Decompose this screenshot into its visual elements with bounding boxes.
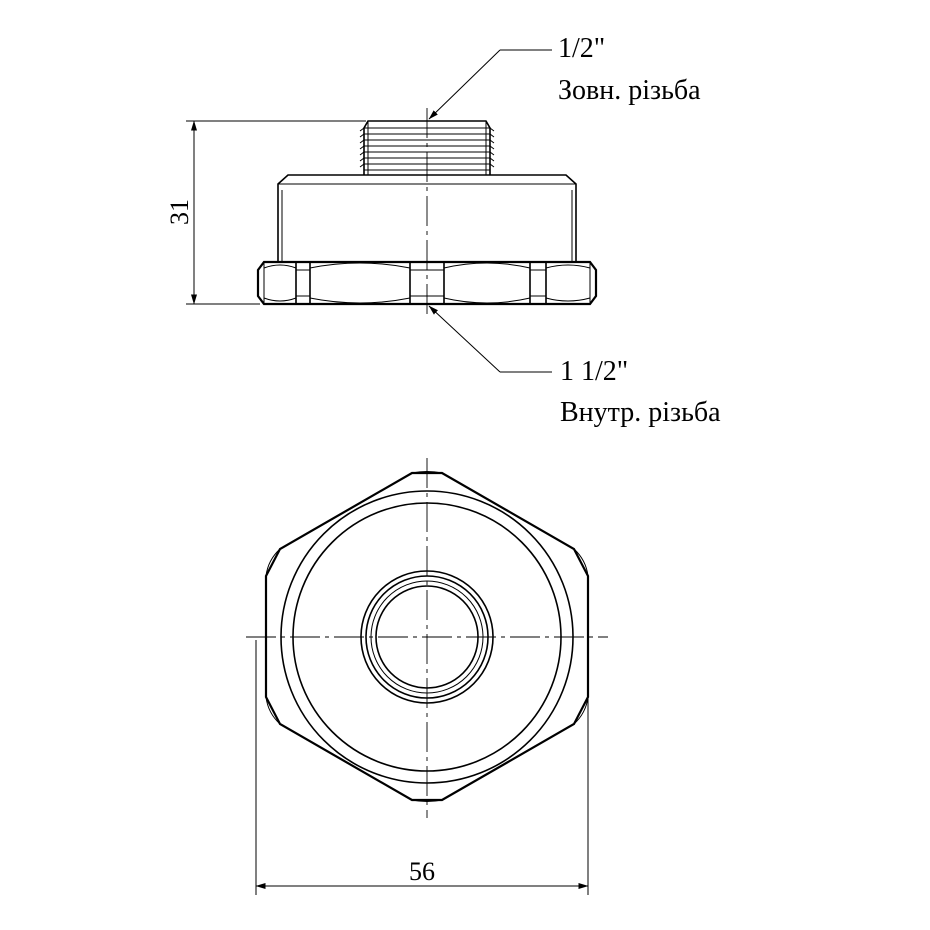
male-thread-size: 1/2" [558,33,605,64]
width-dimension-label: 56 [409,857,435,886]
width-dimension: 56 [255,640,589,895]
female-thread-size: 1 1/2" [560,356,628,387]
side-view: 31 1/2" Зовн. різьба 1 1/2" Внутр. різьб… [165,33,721,428]
female-thread-desc: Внутр. різьба [560,397,721,428]
height-dimension: 31 [165,120,366,305]
female-thread-callout: 1 1/2" Внутр. різьба [428,305,721,428]
top-view: 56 [246,458,608,895]
male-thread-callout: 1/2" Зовн. різьба [428,33,701,120]
hex-nut-side [256,260,598,306]
height-dimension-label: 31 [165,199,194,225]
male-thread-desc: Зовн. різьба [558,75,701,106]
